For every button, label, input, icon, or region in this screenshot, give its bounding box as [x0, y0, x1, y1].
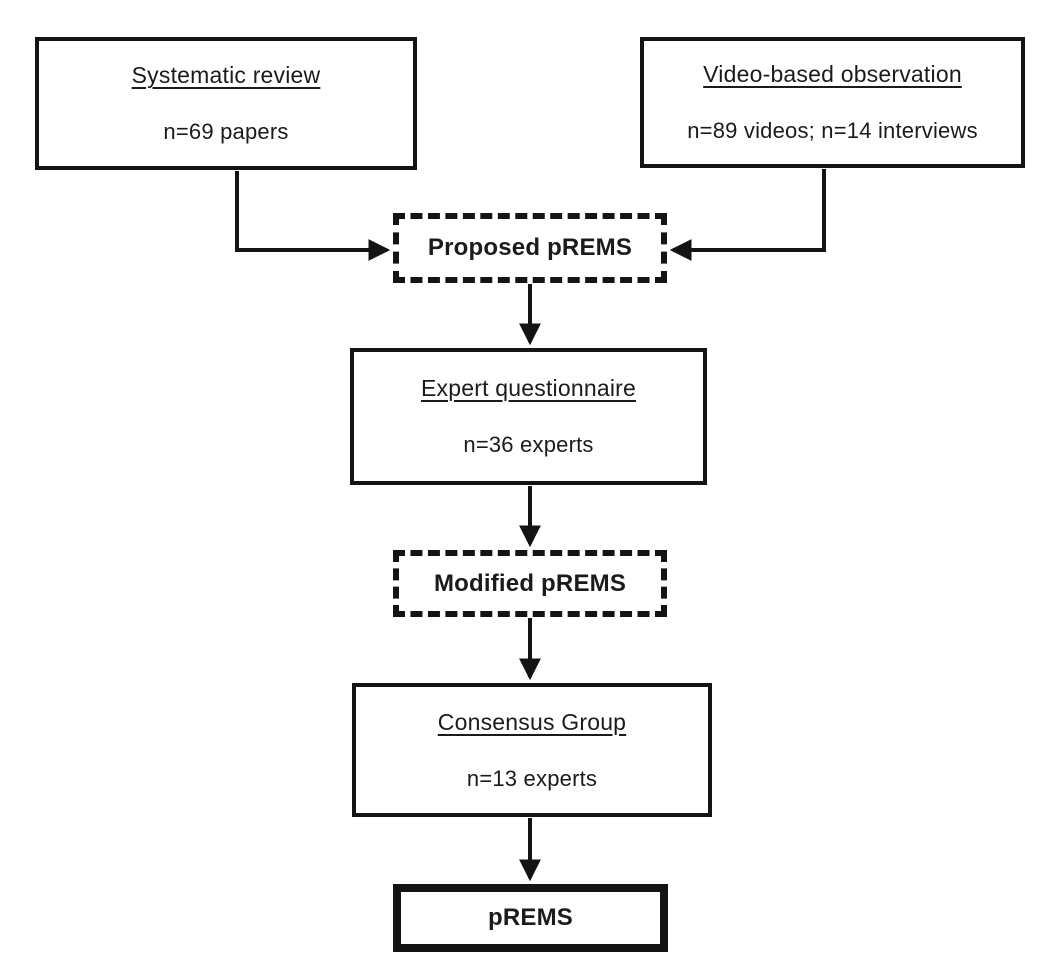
prems-label: pREMS	[488, 904, 573, 931]
video-observation-count: n=89 videos; n=14 interviews	[687, 118, 978, 143]
node-consensus-group: Consensus Group n=13 experts	[352, 683, 712, 817]
systematic-review-title: Systematic review	[131, 62, 321, 88]
arrow-systematic-review-to-proposed-prems	[235, 171, 391, 261]
consensus-group-count: n=13 experts	[466, 765, 598, 791]
consensus-group-title: Consensus Group	[437, 708, 627, 735]
node-video-observation: Video-based observation n=89 videos; n=1…	[640, 37, 1025, 168]
proposed-prems-label: Proposed pREMS	[427, 234, 633, 261]
node-modified-prems: Modified pREMS	[393, 550, 667, 617]
systematic-review-count: n=69 papers	[163, 119, 289, 144]
expert-questionnaire-title: Expert questionnaire	[421, 375, 636, 401]
video-observation-title: Video-based observation	[703, 61, 962, 87]
node-prems: pREMS	[393, 884, 668, 952]
node-proposed-prems: Proposed pREMS	[393, 213, 667, 283]
node-systematic-review: Systematic review n=69 papers	[35, 37, 417, 170]
modified-prems-label: Modified pREMS	[433, 569, 627, 597]
node-expert-questionnaire: Expert questionnaire n=36 experts	[350, 348, 707, 485]
arrow-video-observation-to-proposed-prems	[669, 169, 826, 261]
expert-questionnaire-count: n=36 experts	[463, 432, 594, 457]
